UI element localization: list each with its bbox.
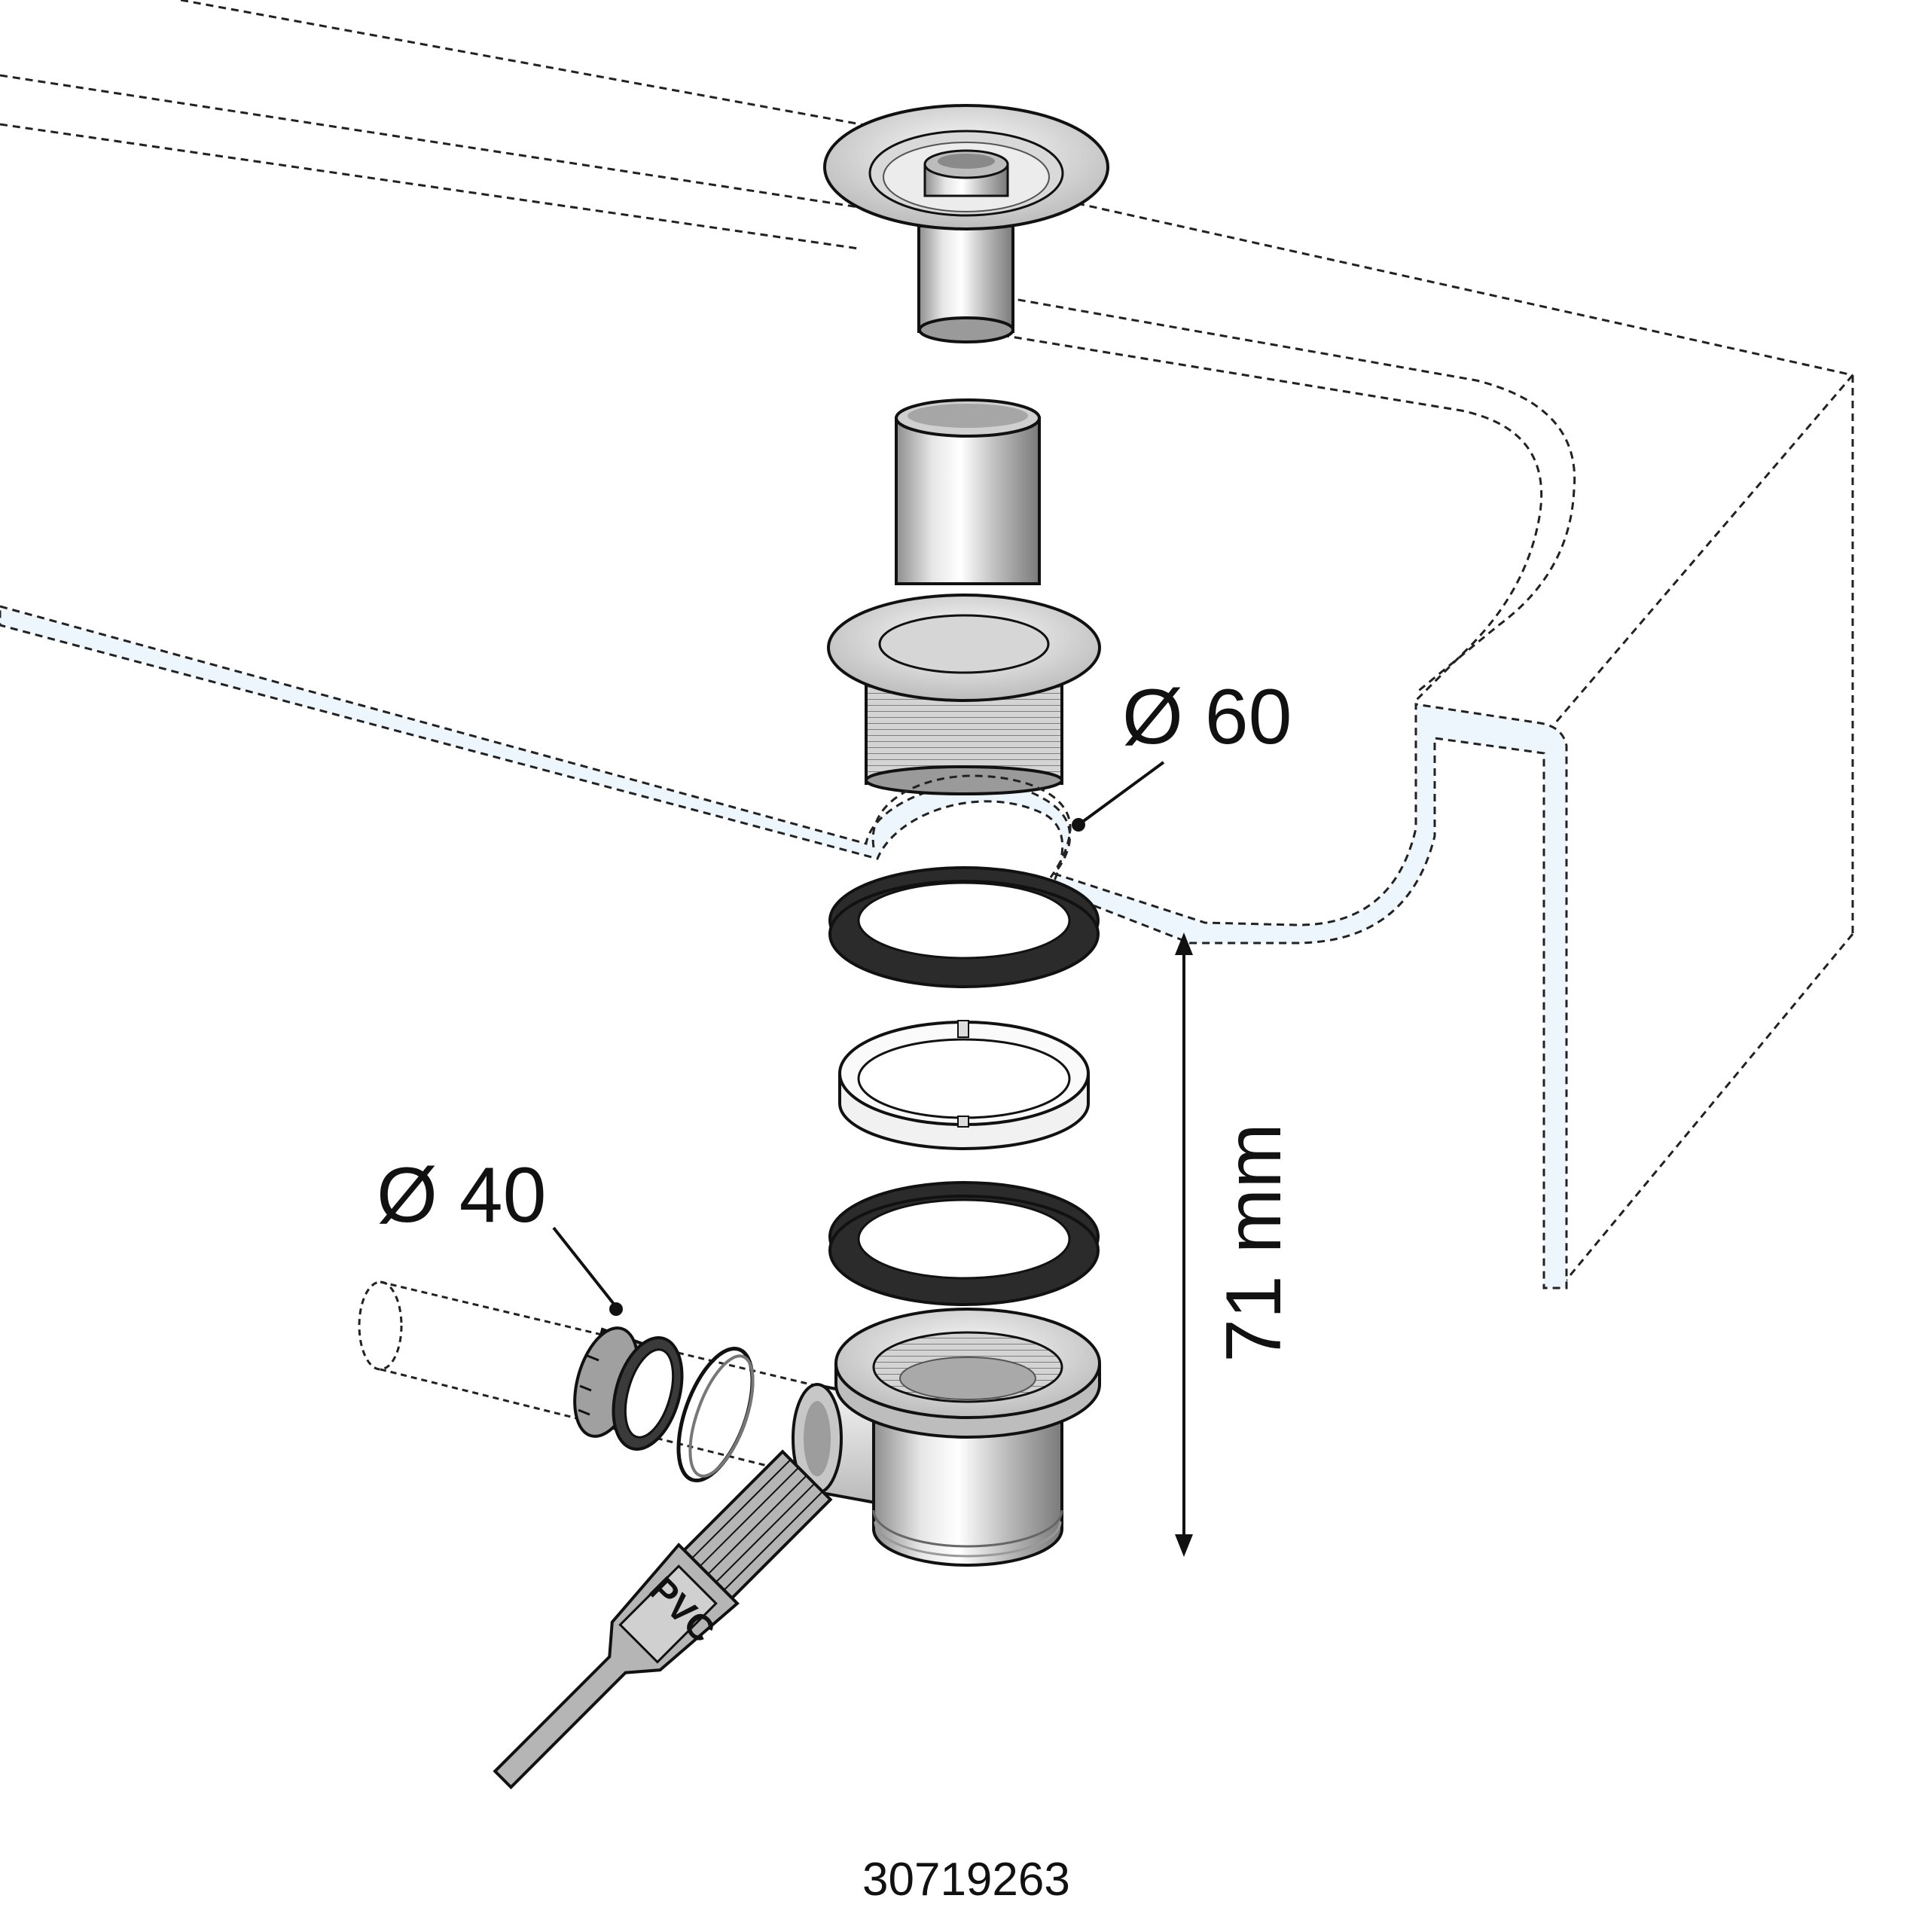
compression-nut <box>573 1326 684 1451</box>
opening-circle <box>871 774 1072 878</box>
shower-tray-outline <box>0 0 1854 1285</box>
glue-brush-icon <box>493 1449 833 1790</box>
tray-edge-band <box>0 605 1568 1290</box>
diameter-60-leader <box>1072 761 1165 832</box>
rubber-seal-bottom <box>828 1181 1100 1306</box>
height-dimension <box>1175 932 1193 1557</box>
drain-body-icon <box>792 1308 1101 1567</box>
drain-cover-icon <box>823 104 1109 343</box>
olive-ring <box>676 1346 755 1483</box>
drain-sleeve-icon <box>827 398 1101 795</box>
part-number: 30719263 <box>862 1854 1070 1906</box>
rubber-seal-top <box>828 866 1100 988</box>
height-label: 71 mm <box>1210 1123 1298 1363</box>
support-ring <box>838 1020 1090 1150</box>
diameter-60-label: Ø 60 <box>1122 673 1292 761</box>
diameter-40-leader <box>552 1226 623 1316</box>
diameter-40-label: Ø 40 <box>377 1152 547 1239</box>
